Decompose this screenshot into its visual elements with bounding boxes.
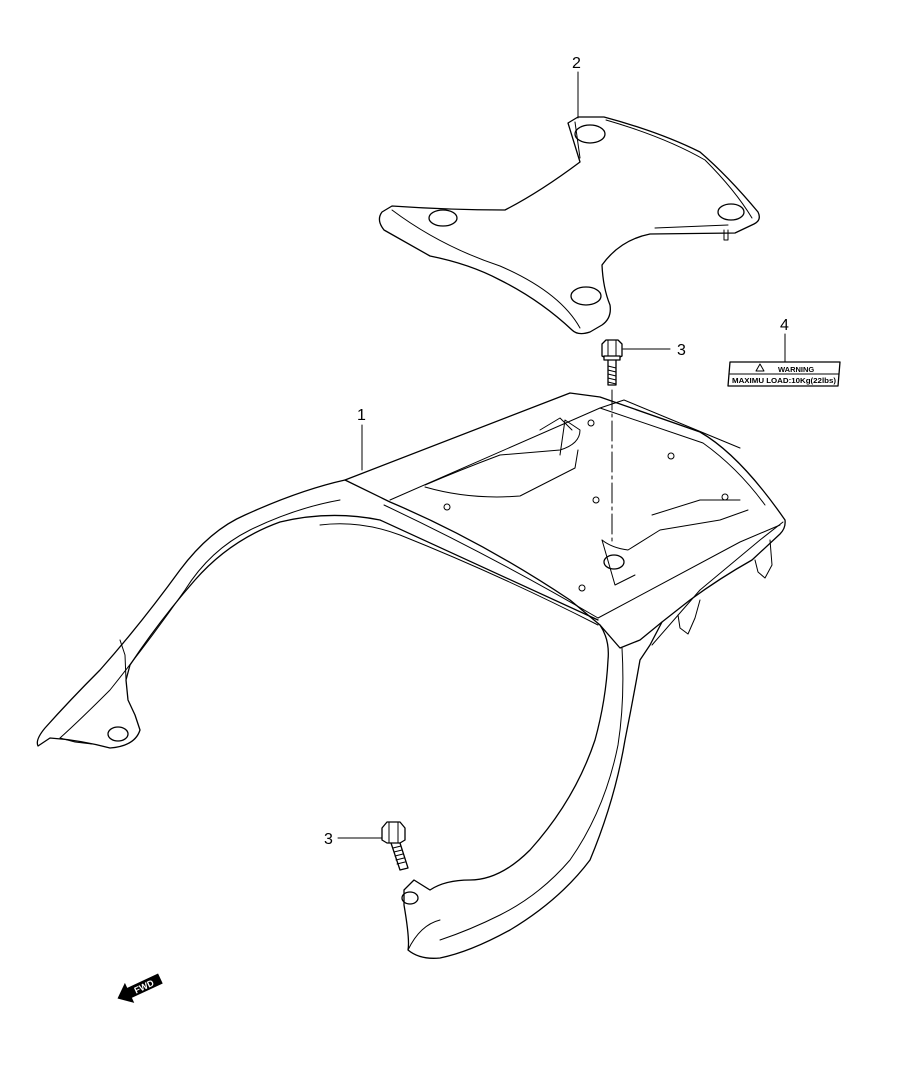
bolt-upper <box>601 339 623 546</box>
bolt-lower <box>381 821 409 871</box>
fwd-arrow-icon: FWD <box>117 973 163 1003</box>
warning-load-text: MAXIMU LOAD:10Kg(22lbs) <box>732 376 837 385</box>
warning-triangle-icon <box>755 363 765 372</box>
rear-carrier <box>36 392 786 959</box>
carrier-plate <box>378 116 760 335</box>
warning-heading: WARNING <box>778 365 814 374</box>
callout-2: 2 <box>572 55 581 72</box>
callout-4: 4 <box>780 317 789 334</box>
callout-3-lower: 3 <box>324 831 333 848</box>
callouts: 2 3 4 1 3 <box>324 55 789 848</box>
callout-3-upper: 3 <box>677 342 686 359</box>
warning-label: WARNING MAXIMU LOAD:10Kg(22lbs) <box>727 361 841 387</box>
callout-1: 1 <box>357 407 366 424</box>
